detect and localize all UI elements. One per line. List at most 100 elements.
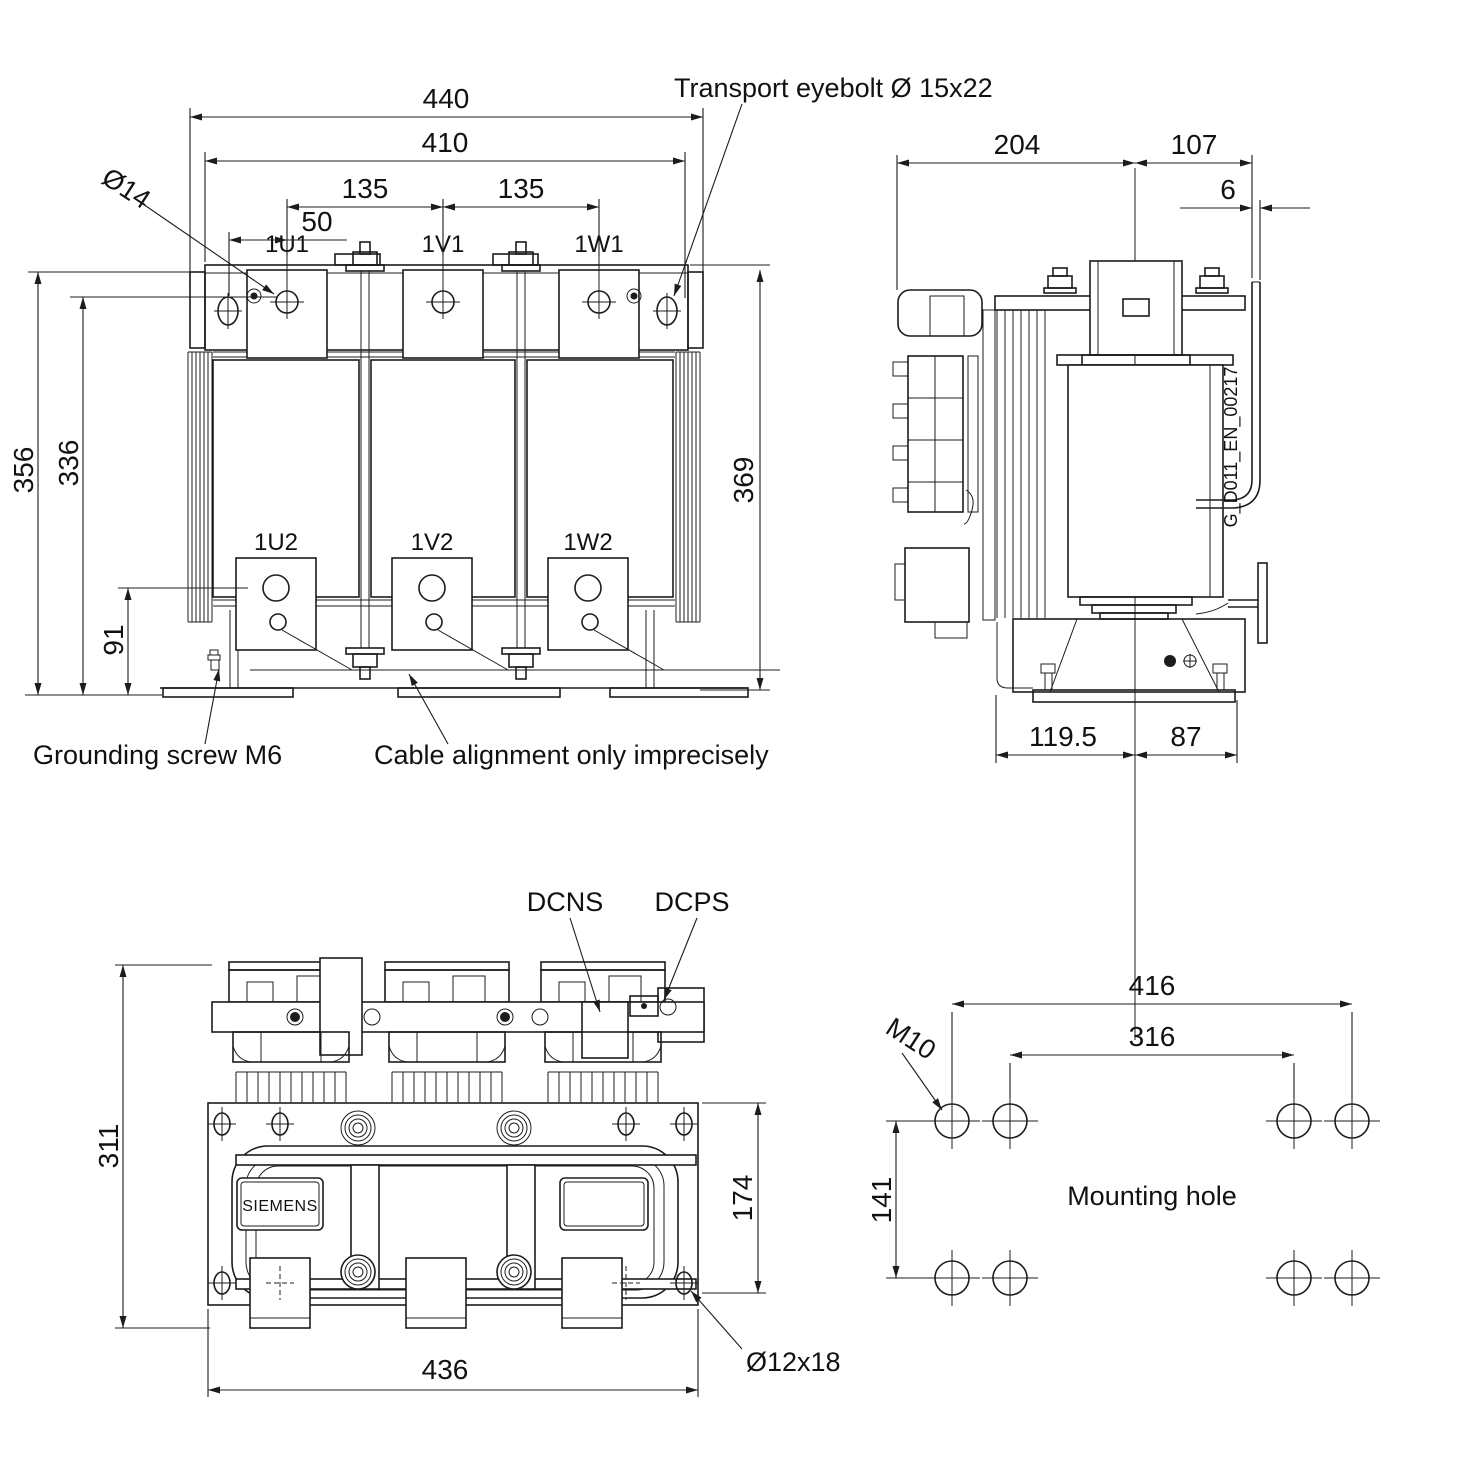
leader-dcns: DCNS: [527, 887, 604, 1013]
base-gusset: [1012, 618, 1246, 693]
top-view: SIEMENS 311: [93, 887, 841, 1397]
label-1w2: 1W2: [563, 529, 612, 556]
tie-bosses-upper: [340, 1110, 532, 1146]
dim-316: 316: [1009, 1021, 1295, 1098]
dim-356-text: 356: [8, 447, 39, 494]
side-dimensions: 204 107 6 119.5 87 G_D011_EN_00217: [896, 129, 1310, 763]
cable-label: Cable alignment only imprecisely: [374, 740, 769, 770]
dim-416-text: 416: [1129, 970, 1176, 1001]
dim-135: 135 135: [286, 173, 600, 256]
coil-clamps: [232, 1031, 662, 1063]
dim-336-text: 336: [53, 440, 84, 487]
side-terminal-stack: [892, 309, 996, 639]
dim-91: 91: [98, 587, 248, 695]
dim-87-text: 87: [1170, 721, 1201, 752]
lamination-fins-left: [187, 351, 213, 623]
tie-bosses-lower: [340, 1254, 532, 1290]
front-view: 1U1 1V1 1W1 1U2 1V2 1W2 440: [8, 73, 993, 770]
rail-top: [235, 1154, 697, 1166]
tie-rod-right: [501, 241, 541, 680]
small-bolt-right: [626, 288, 642, 304]
dim-119-5-text: 119.5: [1029, 721, 1097, 752]
eyebolt-block: [1089, 260, 1183, 356]
heatsink-fins: [235, 1071, 659, 1102]
drawing-code: G_D011_EN_00217: [1221, 367, 1242, 528]
leader-cable: Cable alignment only imprecisely: [374, 673, 769, 770]
dim-141: 141: [866, 1120, 928, 1279]
top-terminal-assembly: [211, 957, 705, 1102]
top-dimensions: 311 174 436 DCNS DCPS Ø12x18: [93, 887, 841, 1397]
dim-141-text: 141: [866, 1177, 897, 1224]
dim-436-text: 436: [422, 1354, 469, 1385]
transport-label: Transport eyebolt Ø 15x22: [674, 73, 993, 103]
side-device-outline: [892, 260, 1268, 703]
transport-eyebolt-right: [653, 293, 681, 329]
leader-m10: M10: [881, 1012, 943, 1111]
m10-label: M10: [881, 1012, 941, 1066]
dim-50-text: 50: [301, 206, 332, 237]
dim-135l-text: 135: [342, 173, 389, 204]
label-1u2: 1U2: [254, 529, 298, 556]
dcns-plate: [581, 1001, 629, 1059]
baseplate-slots: [208, 1107, 698, 1300]
dim-356: 356: [8, 271, 205, 696]
dim-440-text: 440: [423, 83, 470, 114]
leader-slot: Ø12x18: [690, 1290, 841, 1377]
side-coil: [1067, 364, 1224, 598]
dim-107-text: 107: [1171, 129, 1218, 160]
front-top-terminals: 1U1 1V1 1W1: [214, 231, 681, 359]
mounting-dimensions: 416 316 141 M10 Mounting hole: [866, 970, 1353, 1279]
front-bottom-terminals: 1U2 1V2 1W2: [207, 529, 780, 671]
dim-369: 369: [690, 264, 770, 691]
core-laminations: [996, 310, 1046, 618]
dcps-tab: [629, 995, 659, 1017]
grounding-label: Grounding screw M6: [33, 740, 282, 770]
dim-91-text: 91: [98, 624, 129, 655]
dim-440: 440: [189, 83, 704, 300]
dim-369-text: 369: [728, 457, 759, 504]
dim-336: 336: [53, 296, 278, 695]
nameplate: SIEMENS: [236, 1177, 324, 1231]
dim-6-text: 6: [1220, 174, 1236, 205]
gusset-screws: [1164, 654, 1197, 668]
hook-bracket: [897, 289, 983, 337]
dim-316-text: 316: [1129, 1021, 1176, 1052]
label-1v2: 1V2: [411, 529, 454, 556]
cable-alignment-line: [250, 629, 780, 671]
dim-174-text: 174: [727, 1175, 758, 1222]
dim-436: 436: [207, 1309, 699, 1397]
dcns-label: DCNS: [527, 887, 604, 917]
transport-eyebolt-left: [214, 293, 242, 329]
dim-119-5: 119.5: [995, 695, 1135, 763]
tie-rod-left: [345, 241, 385, 680]
blank-plate: [559, 1177, 649, 1231]
small-bolt-left: [246, 288, 262, 304]
mounting-holes: [924, 1093, 1380, 1306]
dim-6: 6: [1180, 174, 1310, 280]
lamination-fins-right: [675, 351, 701, 623]
dim-311: 311: [93, 964, 212, 1329]
center-block: [319, 957, 363, 1056]
slot-label: Ø12x18: [746, 1347, 841, 1377]
mounting-caption: Mounting hole: [1067, 1181, 1237, 1211]
dim-87: 87: [1135, 700, 1238, 763]
dim-204: 204: [896, 129, 1135, 290]
leader-grounding: Grounding screw M6: [33, 668, 282, 770]
dim-135r-text: 135: [498, 173, 545, 204]
grounding-screw: [207, 649, 221, 671]
dim-311-text: 311: [93, 1124, 124, 1169]
dim-410: 410: [204, 127, 686, 298]
dim-107: 107: [1135, 129, 1253, 278]
dim-416: 416: [951, 970, 1353, 1098]
dim-410-text: 410: [422, 127, 469, 158]
dim-204-text: 204: [994, 129, 1041, 160]
dim-50: 50: [228, 206, 347, 296]
dcps-label: DCPS: [654, 887, 729, 917]
side-view: 204 107 6 119.5 87 G_D011_EN_00217: [892, 129, 1310, 1040]
dim-174: 174: [702, 1102, 766, 1294]
brand-label: SIEMENS: [242, 1198, 318, 1215]
phase-cap-v: [384, 961, 510, 1003]
leader-dcps: DCPS: [654, 887, 730, 1001]
